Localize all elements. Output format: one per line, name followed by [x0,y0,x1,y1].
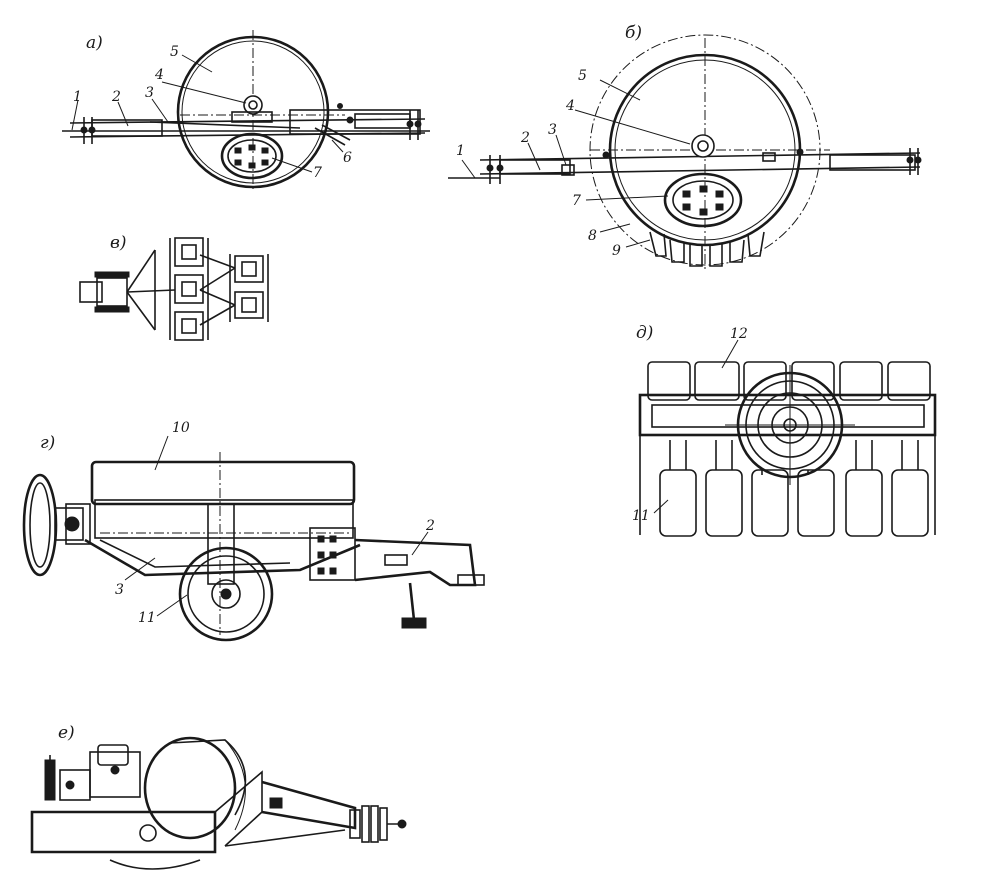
panel-g-label-10: 10 [172,420,190,436]
panel-b-label-8: 8 [588,228,597,244]
panel-b-label-5: 5 [578,68,587,84]
panel-a-label-2: 2 [111,89,121,105]
panel-a-label-1: 1 [73,89,82,105]
panel-a-label-6: 6 [343,150,352,166]
panel-d-label-11: 11 [632,508,650,524]
panel-a-label-4: 4 [154,67,164,83]
panel-e-drawing [30,736,407,870]
panel-b-title: б) [625,23,642,43]
panel-d-drawing [638,339,937,537]
panel-b-drawing [448,34,922,270]
panel-d-title: д) [636,323,653,343]
panel-g-label-3: 3 [115,582,124,598]
panel-d-label-12: 12 [730,326,748,342]
panel-b-label-2: 2 [520,130,530,146]
panel-g-label-11: 11 [138,610,156,626]
panel-b-label-3: 3 [548,122,557,138]
panel-a-label-3: 3 [145,85,154,101]
panel-v-title: в) [110,233,127,253]
panel-b-label-1: 1 [456,143,465,159]
panel-a-drawing [62,30,430,192]
panel-g-drawing [22,435,485,642]
panel-a-label-7: 7 [313,165,322,181]
panel-b-label-7: 7 [572,193,581,209]
panel-b-label-4: 4 [565,98,575,114]
panel-g-title: г) [40,433,55,453]
panel-b-label-9: 9 [612,243,621,259]
panel-g-label-2: 2 [425,518,435,534]
panel-v-drawing [79,237,269,341]
panel-a-title: а) [86,33,103,53]
panel-a-label-5: 5 [170,44,179,60]
panel-e-title: е) [58,723,75,743]
